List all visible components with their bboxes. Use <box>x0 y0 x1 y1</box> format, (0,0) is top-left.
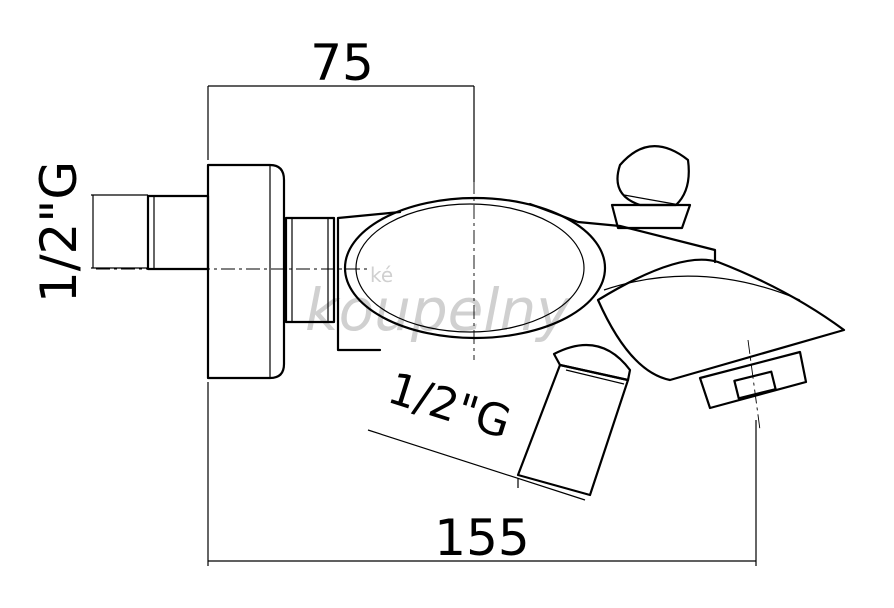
diverter-button <box>610 145 692 230</box>
dimension-bottom: 155 <box>207 382 757 567</box>
dimension-75-label: 75 <box>310 34 374 92</box>
aerator <box>698 350 808 410</box>
centerline-outlet <box>747 339 761 431</box>
inlet-pipe <box>146 194 210 271</box>
watermark-small: ké <box>370 263 393 287</box>
dimension-155-label: 155 <box>434 509 529 567</box>
supply-inlet <box>516 343 632 497</box>
thread-label-left: 1/2"G <box>30 161 88 303</box>
dimension-left-thread: 1/2"G <box>30 161 148 303</box>
connection-nut <box>284 216 336 324</box>
thread-label-inlet: 1/2"G <box>382 363 517 449</box>
control-knob <box>343 196 607 340</box>
spout <box>596 258 846 382</box>
dimension-top: 75 <box>207 34 475 182</box>
watermark-logo: koupelny <box>305 276 571 344</box>
wall-flange <box>206 163 286 380</box>
